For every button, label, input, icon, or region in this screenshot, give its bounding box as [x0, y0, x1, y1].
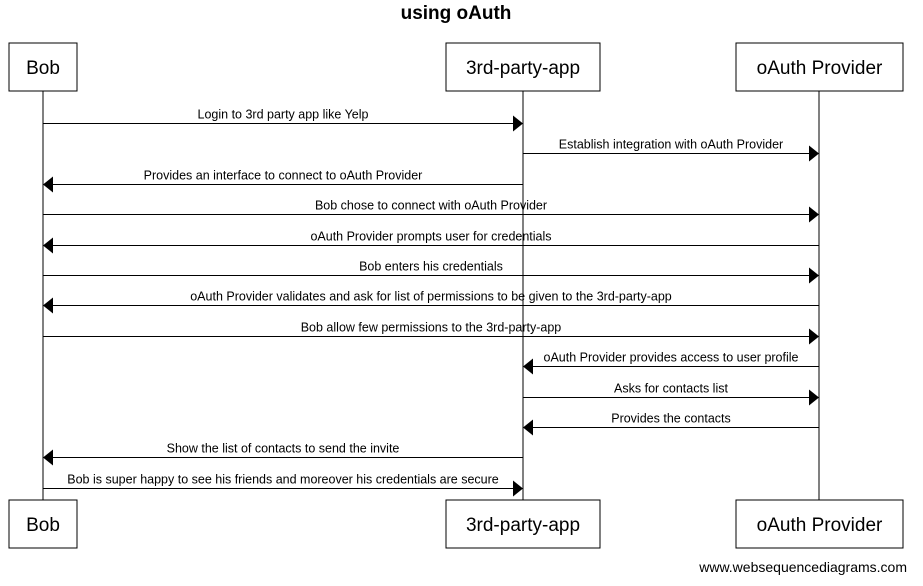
participant-label: Bob [26, 515, 60, 536]
participant-provider-bottom: oAuth Provider [735, 499, 904, 549]
message-arrow-head [513, 480, 523, 497]
participant-label: Bob [26, 58, 60, 79]
message-7: oAuth Provider validates and ask for lis… [43, 290, 819, 314]
participant-box [445, 499, 601, 549]
participant-box [445, 42, 601, 92]
message-arrow-head [809, 145, 819, 162]
message-13: Bob is super happy to see his friends an… [43, 473, 523, 497]
participant-app-top: 3rd-party-app [445, 42, 601, 92]
message-arrow-head [43, 237, 53, 254]
message-1: Login to 3rd party app like Yelp [43, 108, 523, 132]
participant-provider-top: oAuth Provider [735, 42, 904, 92]
message-arrow-head [809, 206, 819, 223]
diagram-title: using oAuth [401, 3, 512, 24]
message-label: Bob is super happy to see his friends an… [67, 473, 499, 487]
message-3: Provides an interface to connect to oAut… [43, 169, 523, 193]
message-label: oAuth Provider prompts user for credenti… [310, 230, 551, 244]
message-label: Show the list of contacts to send the in… [167, 442, 400, 456]
participant-box [735, 42, 904, 92]
message-label: Bob chose to connect with oAuth Provider [315, 199, 547, 213]
participant-label: oAuth Provider [757, 58, 883, 79]
messages: Login to 3rd party app like YelpEstablis… [43, 108, 819, 497]
lifelines [42, 91, 820, 500]
message-arrow-head [523, 358, 533, 375]
message-label: Provides an interface to connect to oAut… [144, 169, 423, 183]
message-arrow-head [43, 176, 53, 193]
message-arrow-head [809, 389, 819, 406]
watermark: www.websequencediagrams.com [698, 559, 907, 575]
participant-box [8, 42, 78, 92]
message-9: oAuth Provider provides access to user p… [523, 351, 819, 375]
participant-box [735, 499, 904, 549]
message-arrow-head [43, 449, 53, 466]
participant-bob-bottom: Bob [8, 499, 78, 549]
participant-box [8, 499, 78, 549]
message-arrow-head [43, 297, 53, 314]
message-label: oAuth Provider provides access to user p… [544, 351, 799, 365]
message-arrow-head [513, 115, 523, 132]
participant-label: oAuth Provider [757, 515, 883, 536]
message-label: Asks for contacts list [614, 382, 728, 396]
message-11: Provides the contacts [523, 412, 819, 436]
message-label: Establish integration with oAuth Provide… [559, 138, 783, 152]
message-label: Bob allow few permissions to the 3rd-par… [301, 321, 562, 335]
message-label: Provides the contacts [611, 412, 731, 426]
participants-bottom: Bob 3rd-party-app oAuth Provider [8, 499, 904, 549]
message-5: oAuth Provider prompts user for credenti… [43, 230, 819, 254]
message-arrow-head [809, 267, 819, 284]
participant-label: 3rd-party-app [466, 58, 580, 79]
message-8: Bob allow few permissions to the 3rd-par… [43, 321, 819, 345]
message-label: Login to 3rd party app like Yelp [198, 108, 369, 122]
participant-bob-top: Bob [8, 42, 78, 92]
message-6: Bob enters his credentials [43, 260, 819, 284]
message-label: Bob enters his credentials [359, 260, 503, 274]
message-arrow-head [523, 419, 533, 436]
participant-label: 3rd-party-app [466, 515, 580, 536]
message-2: Establish integration with oAuth Provide… [523, 138, 819, 162]
message-10: Asks for contacts list [523, 382, 819, 406]
message-4: Bob chose to connect with oAuth Provider [43, 199, 819, 223]
participants-top: Bob 3rd-party-app oAuth Provider [8, 42, 904, 92]
participant-app-bottom: 3rd-party-app [445, 499, 601, 549]
message-label: oAuth Provider validates and ask for lis… [190, 290, 672, 304]
message-12: Show the list of contacts to send the in… [43, 442, 523, 466]
message-arrow-head [809, 328, 819, 345]
